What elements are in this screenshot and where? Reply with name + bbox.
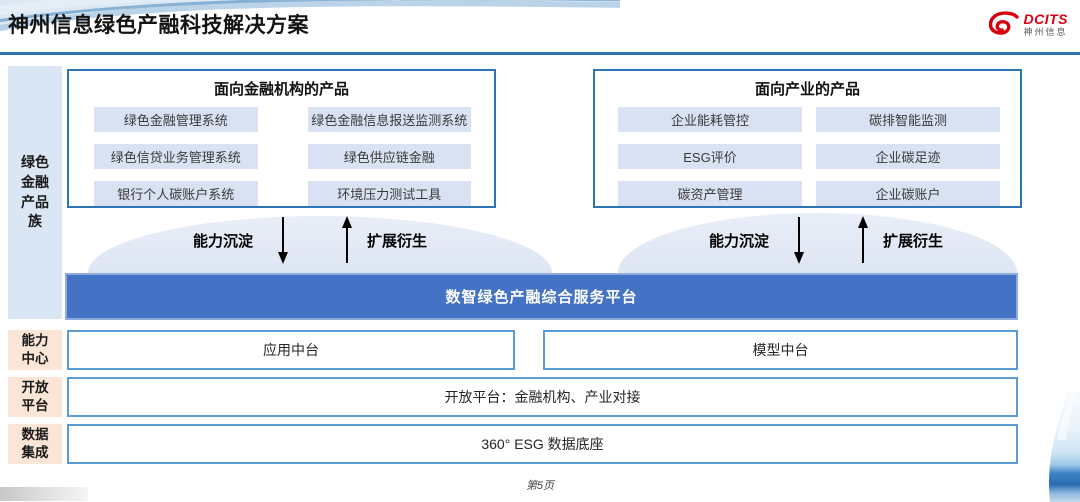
arrow-group-financial: 能力沉淀 扩展衍生 (193, 214, 427, 266)
page-title: 神州信息绿色产融科技解决方案 (8, 14, 309, 37)
platform-bar: 数智绿色产融综合服务平台 (65, 273, 1018, 320)
extend-derive-label: 扩展衍生 (367, 232, 428, 250)
logo-brand: DCITS (1023, 11, 1068, 27)
product-item: 绿色供应链金融 (307, 144, 471, 169)
capability-settle-label: 能力沉淀 (193, 232, 254, 250)
rail-product-family: 绿色 金融 产品 族 (8, 66, 62, 319)
product-group-industry: 面向产业的产品 企业能耗管控 碳排智能监测 ESG评价 企业碳足迹 碳资产管理 … (593, 69, 1022, 208)
extend-derive-label: 扩展衍生 (883, 232, 944, 250)
product-item: 企业碳足迹 (816, 144, 1000, 169)
product-item: 绿色金融管理系统 (94, 107, 258, 132)
model-middle-platform-box: 模型中台 (543, 330, 1018, 370)
logo-brand-cn: 神州信息 (1023, 27, 1068, 37)
app-middle-platform-box: 应用中台 (67, 330, 515, 370)
product-item: 碳排智能监测 (816, 107, 1000, 132)
dcits-swirl-icon (988, 11, 1019, 35)
up-arrow-icon (858, 216, 869, 263)
arrow-group-industry: 能力沉淀 扩展衍生 (709, 214, 943, 266)
product-group-title: 面向产业的产品 (754, 81, 860, 98)
product-grid: 企业能耗管控 碳排智能监测 ESG评价 企业碳足迹 碳资产管理 企业碳账户 (618, 107, 1000, 206)
logo-text: DCITS 神州信息 (1024, 12, 1069, 37)
product-item: 碳资产管理 (618, 181, 802, 206)
product-item: 企业能耗管控 (618, 107, 802, 132)
product-item: 银行个人碳账户系统 (94, 181, 258, 206)
footer-bar-decoration (0, 487, 88, 501)
dcits-logo: DCITS 神州信息 (986, 11, 1069, 38)
down-arrow-icon (794, 217, 805, 264)
rail-open-platform: 开放 平台 (8, 377, 62, 417)
page-number: 第5页 (525, 480, 555, 492)
product-item: 绿色金融信息报送监测系统 (307, 107, 471, 132)
open-platform-box: 开放平台：金融机构、产业对接 (67, 377, 1018, 417)
capability-settle-label: 能力沉淀 (709, 232, 770, 250)
down-arrow-icon (278, 217, 289, 264)
product-group-title: 面向金融机构的产品 (213, 81, 349, 98)
rail-data-integration: 数据 集成 (8, 424, 62, 464)
up-arrow-icon (342, 216, 353, 263)
data-base-box: 360° ESG 数据底座 (67, 424, 1018, 464)
product-grid: 绿色金融管理系统 绿色金融信息报送监测系统 绿色信贷业务管理系统 绿色供应链金融… (94, 107, 471, 206)
product-group-financial: 面向金融机构的产品 绿色金融管理系统 绿色金融信息报送监测系统 绿色信贷业务管理… (67, 69, 496, 208)
product-item: 绿色信贷业务管理系统 (94, 144, 258, 169)
product-item: 企业碳账户 (816, 181, 1000, 206)
header-divider (0, 52, 1080, 55)
product-item: 环境压力测试工具 (307, 181, 471, 206)
product-item: ESG评价 (618, 144, 802, 169)
rail-capability-center: 能力 中心 (8, 330, 62, 370)
